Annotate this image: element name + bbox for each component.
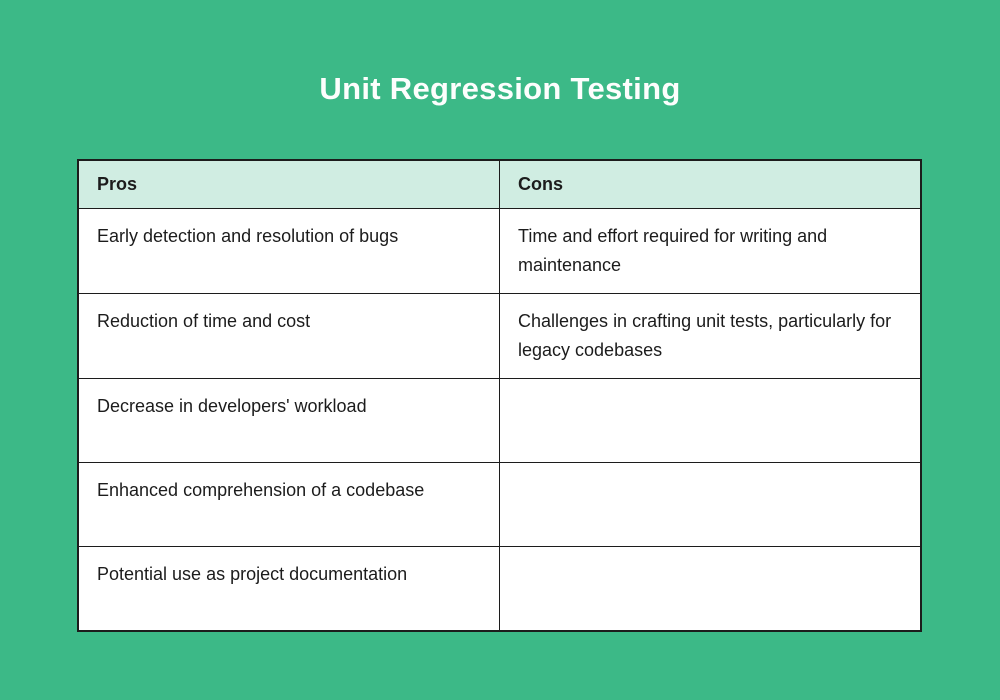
table-header: Pros Cons: [78, 160, 921, 209]
column-header-cons: Cons: [499, 160, 921, 209]
table-body: Early detection and resolution of bugs T…: [78, 208, 921, 631]
pros-cell: Decrease in developers' workload: [78, 378, 500, 463]
pros-cell: Enhanced comprehension of a codebase: [78, 462, 500, 547]
table-row: Potential use as project documentation: [78, 546, 921, 631]
table-row: Reduction of time and cost Challenges in…: [78, 293, 921, 379]
pros-cell: Early detection and resolution of bugs: [78, 208, 500, 294]
table-header-row: Pros Cons: [78, 160, 921, 209]
pros-cons-table: Pros Cons Early detection and resolution…: [77, 159, 922, 632]
table-row: Enhanced comprehension of a codebase: [78, 462, 921, 547]
page-title: Unit Regression Testing: [319, 71, 681, 106]
pros-cell: Potential use as project documentation: [78, 546, 500, 631]
column-header-pros: Pros: [78, 160, 500, 209]
cons-cell: [499, 378, 921, 463]
cons-cell: Challenges in crafting unit tests, parti…: [499, 293, 921, 379]
cons-cell: Time and effort required for writing and…: [499, 208, 921, 294]
pros-cell: Reduction of time and cost: [78, 293, 500, 379]
table-row: Decrease in developers' workload: [78, 378, 921, 463]
cons-cell: [499, 546, 921, 631]
cons-cell: [499, 462, 921, 547]
table-row: Early detection and resolution of bugs T…: [78, 208, 921, 294]
